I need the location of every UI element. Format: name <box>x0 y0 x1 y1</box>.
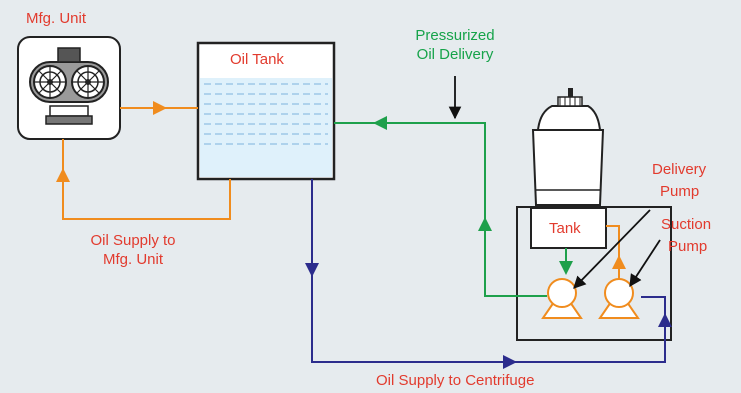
oil-tank-label: Oil Tank <box>230 51 284 68</box>
suction-pump-label-line1: Suction <box>661 216 712 233</box>
oil-tank <box>196 41 336 181</box>
tank-label: Tank <box>549 220 581 237</box>
orange-supply-loop <box>56 101 231 220</box>
supply-mfg-label-line1: Oil Supply to <box>90 232 176 249</box>
suction-pump <box>598 278 640 319</box>
pressurized-label-line1: Pressurized <box>415 27 495 44</box>
blue-centrifuge-line <box>305 179 672 369</box>
pressurized-label-line2: Oil Delivery <box>416 46 494 63</box>
mfg-unit-machine <box>17 36 121 140</box>
suction-pump-label-line2: Pump <box>668 238 708 255</box>
supply-mfg-label-line2: Mfg. Unit <box>102 251 163 268</box>
green-delivery-line <box>334 116 573 297</box>
delivery-pump-label-line1: Delivery <box>652 161 707 178</box>
delivery-pump <box>541 278 583 319</box>
pointer-arrows <box>448 76 661 289</box>
delivery-pump-label-line2: Pump <box>660 183 700 200</box>
centrifuge-unit <box>516 88 672 341</box>
orange-suction-line <box>606 225 626 282</box>
mfg-unit-label: Mfg. Unit <box>26 10 87 27</box>
supply-centrifuge-label: Oil Supply to Centrifuge <box>376 372 535 389</box>
